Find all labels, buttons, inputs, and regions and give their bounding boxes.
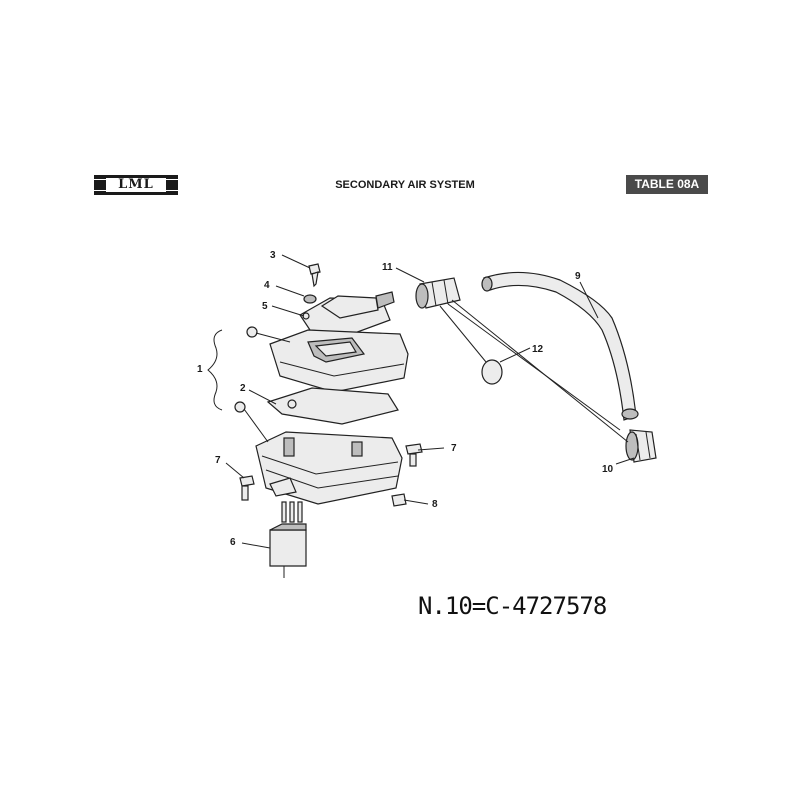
- part-6-connector: [269, 523, 307, 578]
- callout-12: 12: [532, 344, 544, 355]
- callout-10: 10: [602, 464, 614, 475]
- callout-7-right: 7: [451, 443, 457, 454]
- diagram-title: SECONDARY AIR SYSTEM: [335, 179, 475, 191]
- callout-5: 5: [262, 301, 268, 312]
- callout-3: 3: [270, 250, 276, 261]
- part-11-sleeve: [415, 277, 461, 309]
- part-7-bolt-right: [405, 443, 423, 467]
- lml-logo: LML: [94, 175, 178, 195]
- callout-8: 8: [432, 499, 438, 510]
- part-1-dot: [234, 401, 246, 413]
- part-1-lower-housing: [255, 431, 403, 505]
- callout-1: 1: [197, 364, 203, 375]
- part-1-valve-body: [246, 326, 409, 393]
- part-12-clamp: [481, 359, 503, 385]
- callout-4: 4: [264, 280, 270, 291]
- part-10-sleeve: [625, 429, 657, 463]
- part-5-cover: [299, 291, 395, 335]
- callout-9: 9: [575, 271, 581, 282]
- part-1-bracket: [207, 329, 223, 411]
- connector-pins: [281, 501, 303, 523]
- leader-lines: [225, 254, 635, 549]
- part-2-gasket: [266, 387, 399, 425]
- callout-2: 2: [240, 383, 246, 394]
- part-3-screw: [308, 263, 321, 288]
- part-4-washer: [303, 294, 317, 304]
- part-7-bolt-left: [239, 475, 255, 501]
- part-8-screw: [391, 493, 407, 507]
- callout-11: 11: [382, 262, 393, 273]
- table-badge: TABLE 08A: [626, 175, 708, 194]
- part-number-note: N.10=C-4727578: [418, 592, 607, 620]
- callout-6: 6: [230, 537, 236, 548]
- logo-text: LML: [118, 177, 154, 192]
- part-9-hose: [481, 271, 639, 421]
- callout-7-left: 7: [215, 455, 221, 466]
